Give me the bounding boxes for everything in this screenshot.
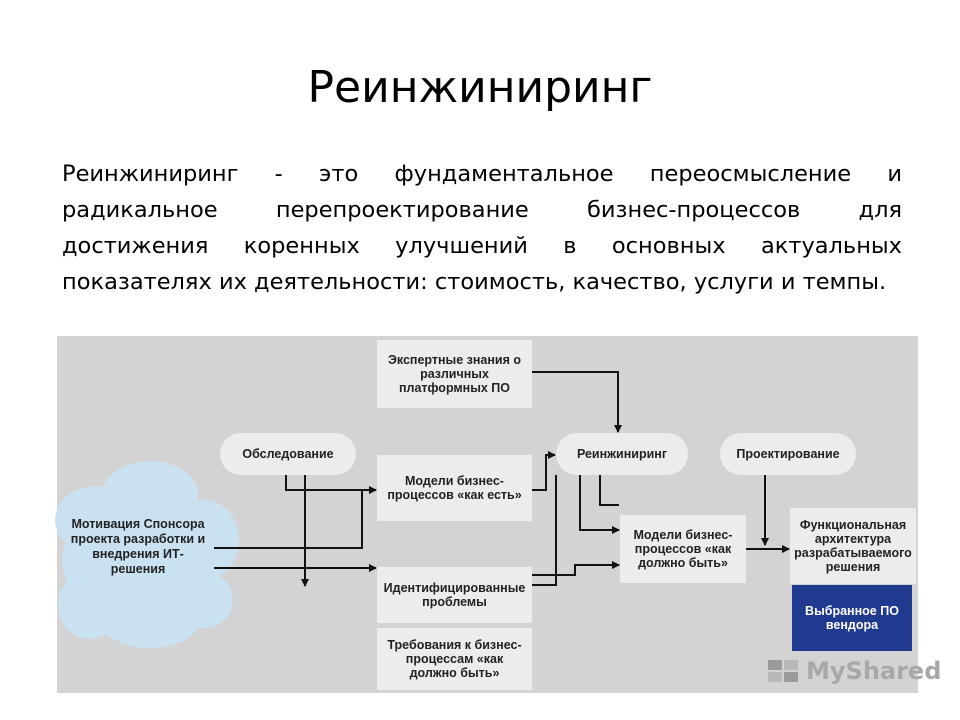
watermark: MyShared bbox=[766, 656, 941, 686]
node-models-as-is: Модели бизнес-процессов «как есть» bbox=[377, 455, 532, 521]
myshared-logo-icon bbox=[768, 660, 798, 682]
node-identified-problems: Идентифицированные проблемы bbox=[377, 567, 532, 623]
node-reengineering: Реинжиниринг bbox=[556, 433, 688, 475]
node-requirements-to-be: Требования к бизнес-процессам «как должн… bbox=[377, 628, 532, 690]
node-design: Проектирование bbox=[720, 433, 856, 475]
node-motivation: Мотивация Спонсора проекта разработки и … bbox=[70, 517, 206, 576]
watermark-text: MyShared bbox=[806, 657, 942, 685]
definition-text: Реинжиниринг - это фундаментальное перео… bbox=[62, 161, 902, 295]
node-models-to-be: Модели бизнес-процессов «как должно быть… bbox=[620, 515, 746, 583]
node-expert-knowledge: Экспертные знания о различных платформны… bbox=[377, 340, 532, 408]
slide-title: Реинжиниринг bbox=[307, 62, 653, 113]
node-selected-vendor-software: Выбранное ПО вендора bbox=[792, 585, 912, 651]
node-survey: Обследование bbox=[220, 433, 356, 475]
node-functional-architecture: Функциональная архитектура разрабатываем… bbox=[790, 508, 916, 584]
